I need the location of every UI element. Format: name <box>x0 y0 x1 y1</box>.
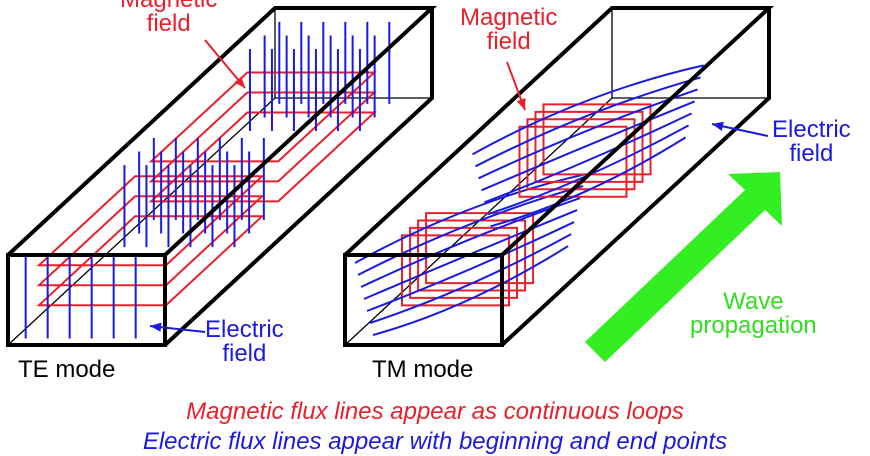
propagation-label-line2: propagation <box>690 312 817 339</box>
te-mode-label: TE mode <box>18 356 116 383</box>
tm-waveguide-side-edges <box>500 8 771 347</box>
tm-electric-line <box>484 112 693 204</box>
tm-waveguide-front-face <box>343 253 504 347</box>
tm-electric-line <box>369 233 572 324</box>
tm-electric-label-line2: field <box>789 140 834 167</box>
tm-electric-label: Electric field <box>772 118 851 166</box>
te-waveguide-front-face <box>6 253 167 347</box>
te-waveguide-top-edges <box>6 6 438 257</box>
tm-magnetic-label-line1: Magnetic <box>460 4 558 31</box>
tm-electric-line <box>366 221 575 312</box>
tm-electric-line <box>490 136 687 228</box>
tm-magnetic-pointer-head <box>516 98 526 110</box>
tm-electric-line <box>471 64 704 156</box>
te-magnetic-loop <box>36 175 265 267</box>
tm-magnetic-loop <box>417 219 527 292</box>
te-magnetic-loop <box>148 71 377 163</box>
te-magnetic-loop <box>148 91 377 183</box>
tm-electric-line <box>481 100 695 192</box>
te-magnetic-loop <box>36 195 265 287</box>
tm-magnetic-loop <box>526 118 636 191</box>
tm-magnetic-loop <box>534 110 644 183</box>
tm-waveguide-top-edges <box>343 6 775 257</box>
tm-electric-line <box>354 173 587 264</box>
tm-magnetic-label-line2: field <box>486 28 531 55</box>
te-magnetic-loop <box>148 111 377 203</box>
tm-electric-line <box>475 76 701 168</box>
te-waveguide-hidden-edge <box>7 97 432 346</box>
te-electric-label-line1: Electric <box>205 316 284 343</box>
te-electric-label: Electric field <box>205 318 284 366</box>
tm-mode-label: TM mode <box>372 356 474 383</box>
waveguide-diagram <box>6 6 782 362</box>
propagation-label: Wave propagation <box>690 290 817 338</box>
te-electric-pointer-head <box>150 322 162 332</box>
te-waveguide-side-edges <box>163 8 434 347</box>
te-magnetic-loop <box>36 215 265 307</box>
te-magnetic-label-line1: Magnetic <box>120 0 217 12</box>
tm-electric-line <box>372 245 569 336</box>
te-magnetic-label-line2: field <box>146 10 191 37</box>
electric-caption: Electric flux lines appear with beginnin… <box>142 428 728 455</box>
tm-electric-line <box>357 185 584 276</box>
magnetic-caption: Magnetic flux lines appear as continuous… <box>186 398 684 425</box>
te-magnetic-pointer-head <box>234 76 245 88</box>
tm-magnetic-loop <box>409 226 518 299</box>
propagation-label-line1: Wave <box>723 288 784 315</box>
tm-electric-pointer-head <box>712 121 724 131</box>
propagation-arrow-icon <box>585 172 782 362</box>
tm-magnetic-label: Magnetic field <box>460 6 557 54</box>
tm-electric-label-line1: Electric <box>772 116 851 143</box>
te-magnetic-label: Magnetic field <box>120 0 217 36</box>
te-electric-label-line2: field <box>222 340 267 367</box>
